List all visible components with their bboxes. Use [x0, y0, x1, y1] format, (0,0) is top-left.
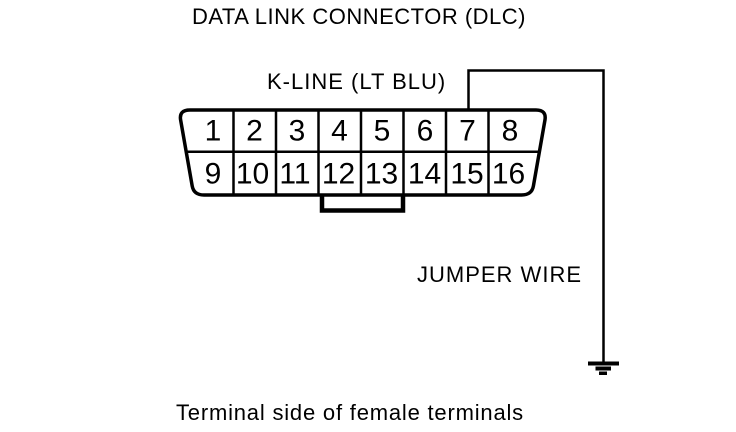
- ground-bar-1: [588, 361, 619, 366]
- page-title: DATA LINK CONNECTOR (DLC): [192, 4, 526, 29]
- terminal-9: 9: [205, 158, 222, 191]
- terminal-3: 3: [289, 115, 306, 148]
- terminal-14: 14: [408, 158, 441, 191]
- jumper-wire-line: [467, 69, 605, 363]
- terminal-grid-lines: [186, 110, 539, 195]
- terminal-15: 15: [450, 158, 483, 191]
- kline-wire-label: K-LINE (LT BLU): [267, 69, 447, 94]
- ground-bar-3: [599, 371, 607, 375]
- terminal-side-caption: Terminal side of female terminals: [176, 400, 524, 425]
- terminal-1: 1: [205, 115, 222, 148]
- ground-icon: [588, 361, 619, 375]
- ground-bar-2: [595, 366, 611, 371]
- terminal-7: 7: [459, 115, 476, 148]
- terminal-13: 13: [365, 158, 398, 191]
- terminal-16: 16: [492, 158, 525, 191]
- terminal-8: 8: [502, 115, 519, 148]
- terminal-6: 6: [417, 115, 434, 148]
- terminal-4: 4: [331, 115, 348, 148]
- jumper-wire-label: JUMPER WIRE: [417, 262, 582, 287]
- terminal-2: 2: [246, 115, 263, 148]
- terminal-5: 5: [374, 115, 391, 148]
- terminal-12: 12: [322, 158, 355, 191]
- terminal-11: 11: [279, 158, 310, 191]
- terminal-10: 10: [236, 158, 269, 191]
